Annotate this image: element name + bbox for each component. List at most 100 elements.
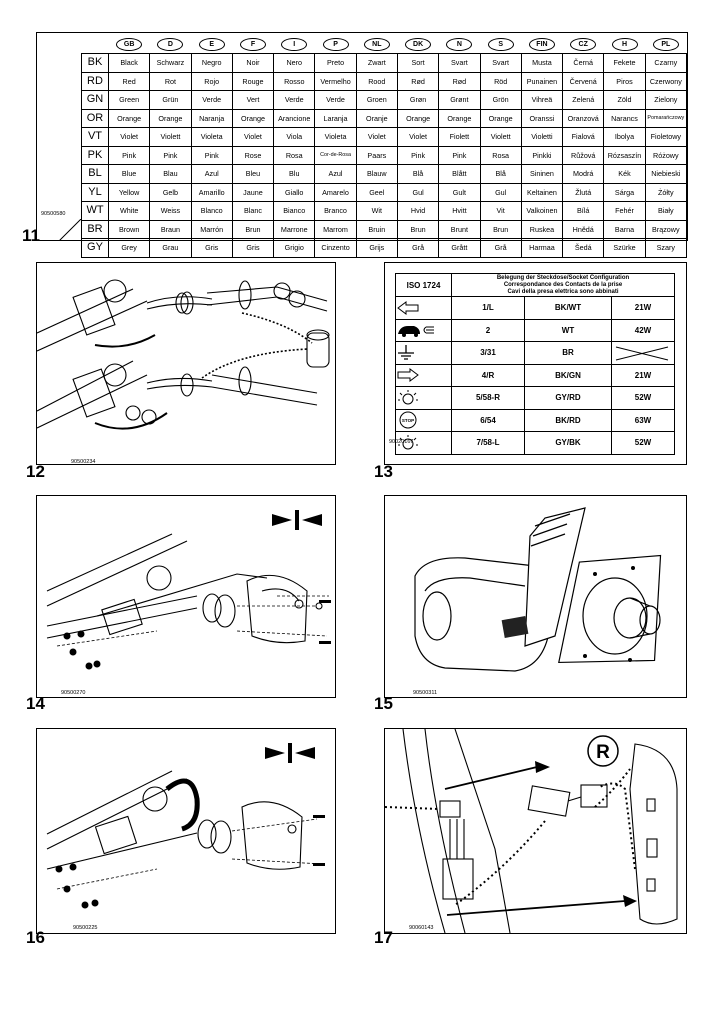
pin-number: 7/58-L	[451, 431, 525, 455]
color-name-cell: Yellow	[107, 182, 151, 202]
color-name-cell: Brunt	[438, 219, 481, 239]
color-name-cell: Green	[107, 90, 151, 110]
color-name-cell: Orange	[479, 108, 522, 128]
color-name-cell: Orange	[396, 108, 440, 128]
color-name-cell: Black	[107, 53, 151, 73]
color-name-cell: Preto	[314, 53, 357, 73]
color-code: BL	[81, 164, 109, 184]
figure-17-panel: R 90060143	[384, 728, 687, 934]
color-name-cell: Zelená	[562, 90, 605, 110]
color-name-cell: Blu	[273, 164, 316, 184]
iso-title: Belegung der Steckdose/Socket Configurat…	[451, 273, 675, 297]
color-name-cell: Azul	[190, 164, 233, 184]
color-name-cell: Jaune	[231, 182, 275, 202]
color-name-cell: Grön	[479, 90, 522, 110]
color-name-cell: Rød	[396, 71, 440, 91]
socket-mounting-illustration-14	[46, 510, 331, 670]
color-name-cell: Pink	[149, 145, 192, 165]
color-code: VT	[81, 127, 109, 147]
color-name-cell: Grått	[438, 238, 481, 258]
left-turn-arrow-icon	[395, 296, 452, 320]
country-code-badge: FIN	[528, 37, 555, 51]
color-name-cell: Braun	[149, 219, 192, 239]
wattage: 52W	[611, 431, 675, 455]
color-name-cell: Kék	[603, 164, 646, 184]
color-name-cell: Nero	[273, 53, 316, 73]
country-code-badge: E	[198, 37, 225, 51]
wire-color: BK/GN	[524, 363, 612, 387]
color-name-cell: Biały	[644, 201, 688, 221]
country-code-badge: D	[157, 37, 184, 51]
color-name-cell: Żółty	[644, 182, 688, 202]
wattage: 21W	[611, 363, 675, 387]
color-name-cell: Orange	[438, 108, 481, 128]
color-name-cell: Geel	[355, 182, 398, 202]
color-code: GY	[81, 238, 109, 258]
color-name-cell: Violet	[231, 127, 275, 147]
color-name-cell: Fekete	[603, 53, 646, 73]
figure-15-ref: 90500311	[413, 690, 438, 696]
figure-14-number: 14	[26, 694, 45, 713]
color-name-cell: Grigio	[273, 238, 316, 258]
color-name-cell: Pink	[438, 145, 481, 165]
figure-17-ref: 90060143	[409, 925, 434, 931]
color-name-cell: Žlutá	[562, 182, 605, 202]
wattage: 52W	[611, 386, 675, 410]
color-name-cell: Sininen	[520, 164, 564, 184]
color-name-cell: Grey	[107, 238, 151, 258]
color-name-cell: Blue	[107, 164, 151, 184]
color-name-cell: Marrone	[273, 219, 316, 239]
country-code-badge: GB	[116, 37, 143, 51]
figure-16-ref: 90500225	[73, 925, 98, 931]
color-name-cell: Różowy	[644, 145, 688, 165]
color-name-cell: Bruin	[355, 219, 398, 239]
socket-seal-illustration	[414, 507, 662, 672]
color-name-cell: Vihreä	[520, 90, 564, 110]
color-name-cell: Růžová	[562, 145, 605, 165]
wattage: 42W	[611, 318, 675, 342]
color-name-cell: Fiolett	[438, 127, 481, 147]
color-name-cell: Rojo	[190, 71, 233, 91]
country-code-badge: NL	[363, 37, 390, 51]
color-name-cell: Grønt	[438, 90, 481, 110]
color-name-cell: Oranzová	[562, 108, 605, 128]
pin-number: 5/58-R	[451, 386, 525, 410]
color-name-cell: Violeta	[314, 127, 357, 147]
color-code: YL	[81, 182, 109, 202]
color-name-cell: Arancione	[273, 108, 316, 128]
color-name-cell: Czerwony	[644, 71, 688, 91]
color-name-cell: Grün	[149, 90, 192, 110]
color-name-cell: Sort	[396, 53, 440, 73]
color-name-cell: Orange	[149, 108, 192, 128]
country-code-badge: F	[239, 37, 266, 51]
color-name-cell: Vert	[231, 90, 275, 110]
color-name-cell: Wit	[355, 201, 398, 221]
socket-mounting-illustration-16	[46, 743, 325, 909]
right-turn-arrow-icon	[395, 363, 452, 387]
color-name-cell: Blanco	[190, 201, 233, 221]
color-name-cell: Noir	[231, 53, 275, 73]
color-name-cell: Bleu	[231, 164, 275, 184]
color-name-cell: White	[107, 201, 151, 221]
figure-12-ref: 90500234	[71, 459, 96, 465]
country-code-badge: N	[446, 37, 473, 51]
color-name-cell: Azul	[314, 164, 357, 184]
color-name-cell: Groen	[355, 90, 398, 110]
color-name-cell: Červená	[562, 71, 605, 91]
color-name-cell: Svart	[438, 53, 481, 73]
color-name-cell: Pink	[107, 145, 151, 165]
wattage	[611, 341, 675, 365]
color-name-cell: Violett	[149, 127, 192, 147]
wire-color: GY/BK	[524, 431, 612, 455]
color-name-cell: Gris	[190, 238, 233, 258]
figure-17-number: 17	[374, 928, 393, 947]
